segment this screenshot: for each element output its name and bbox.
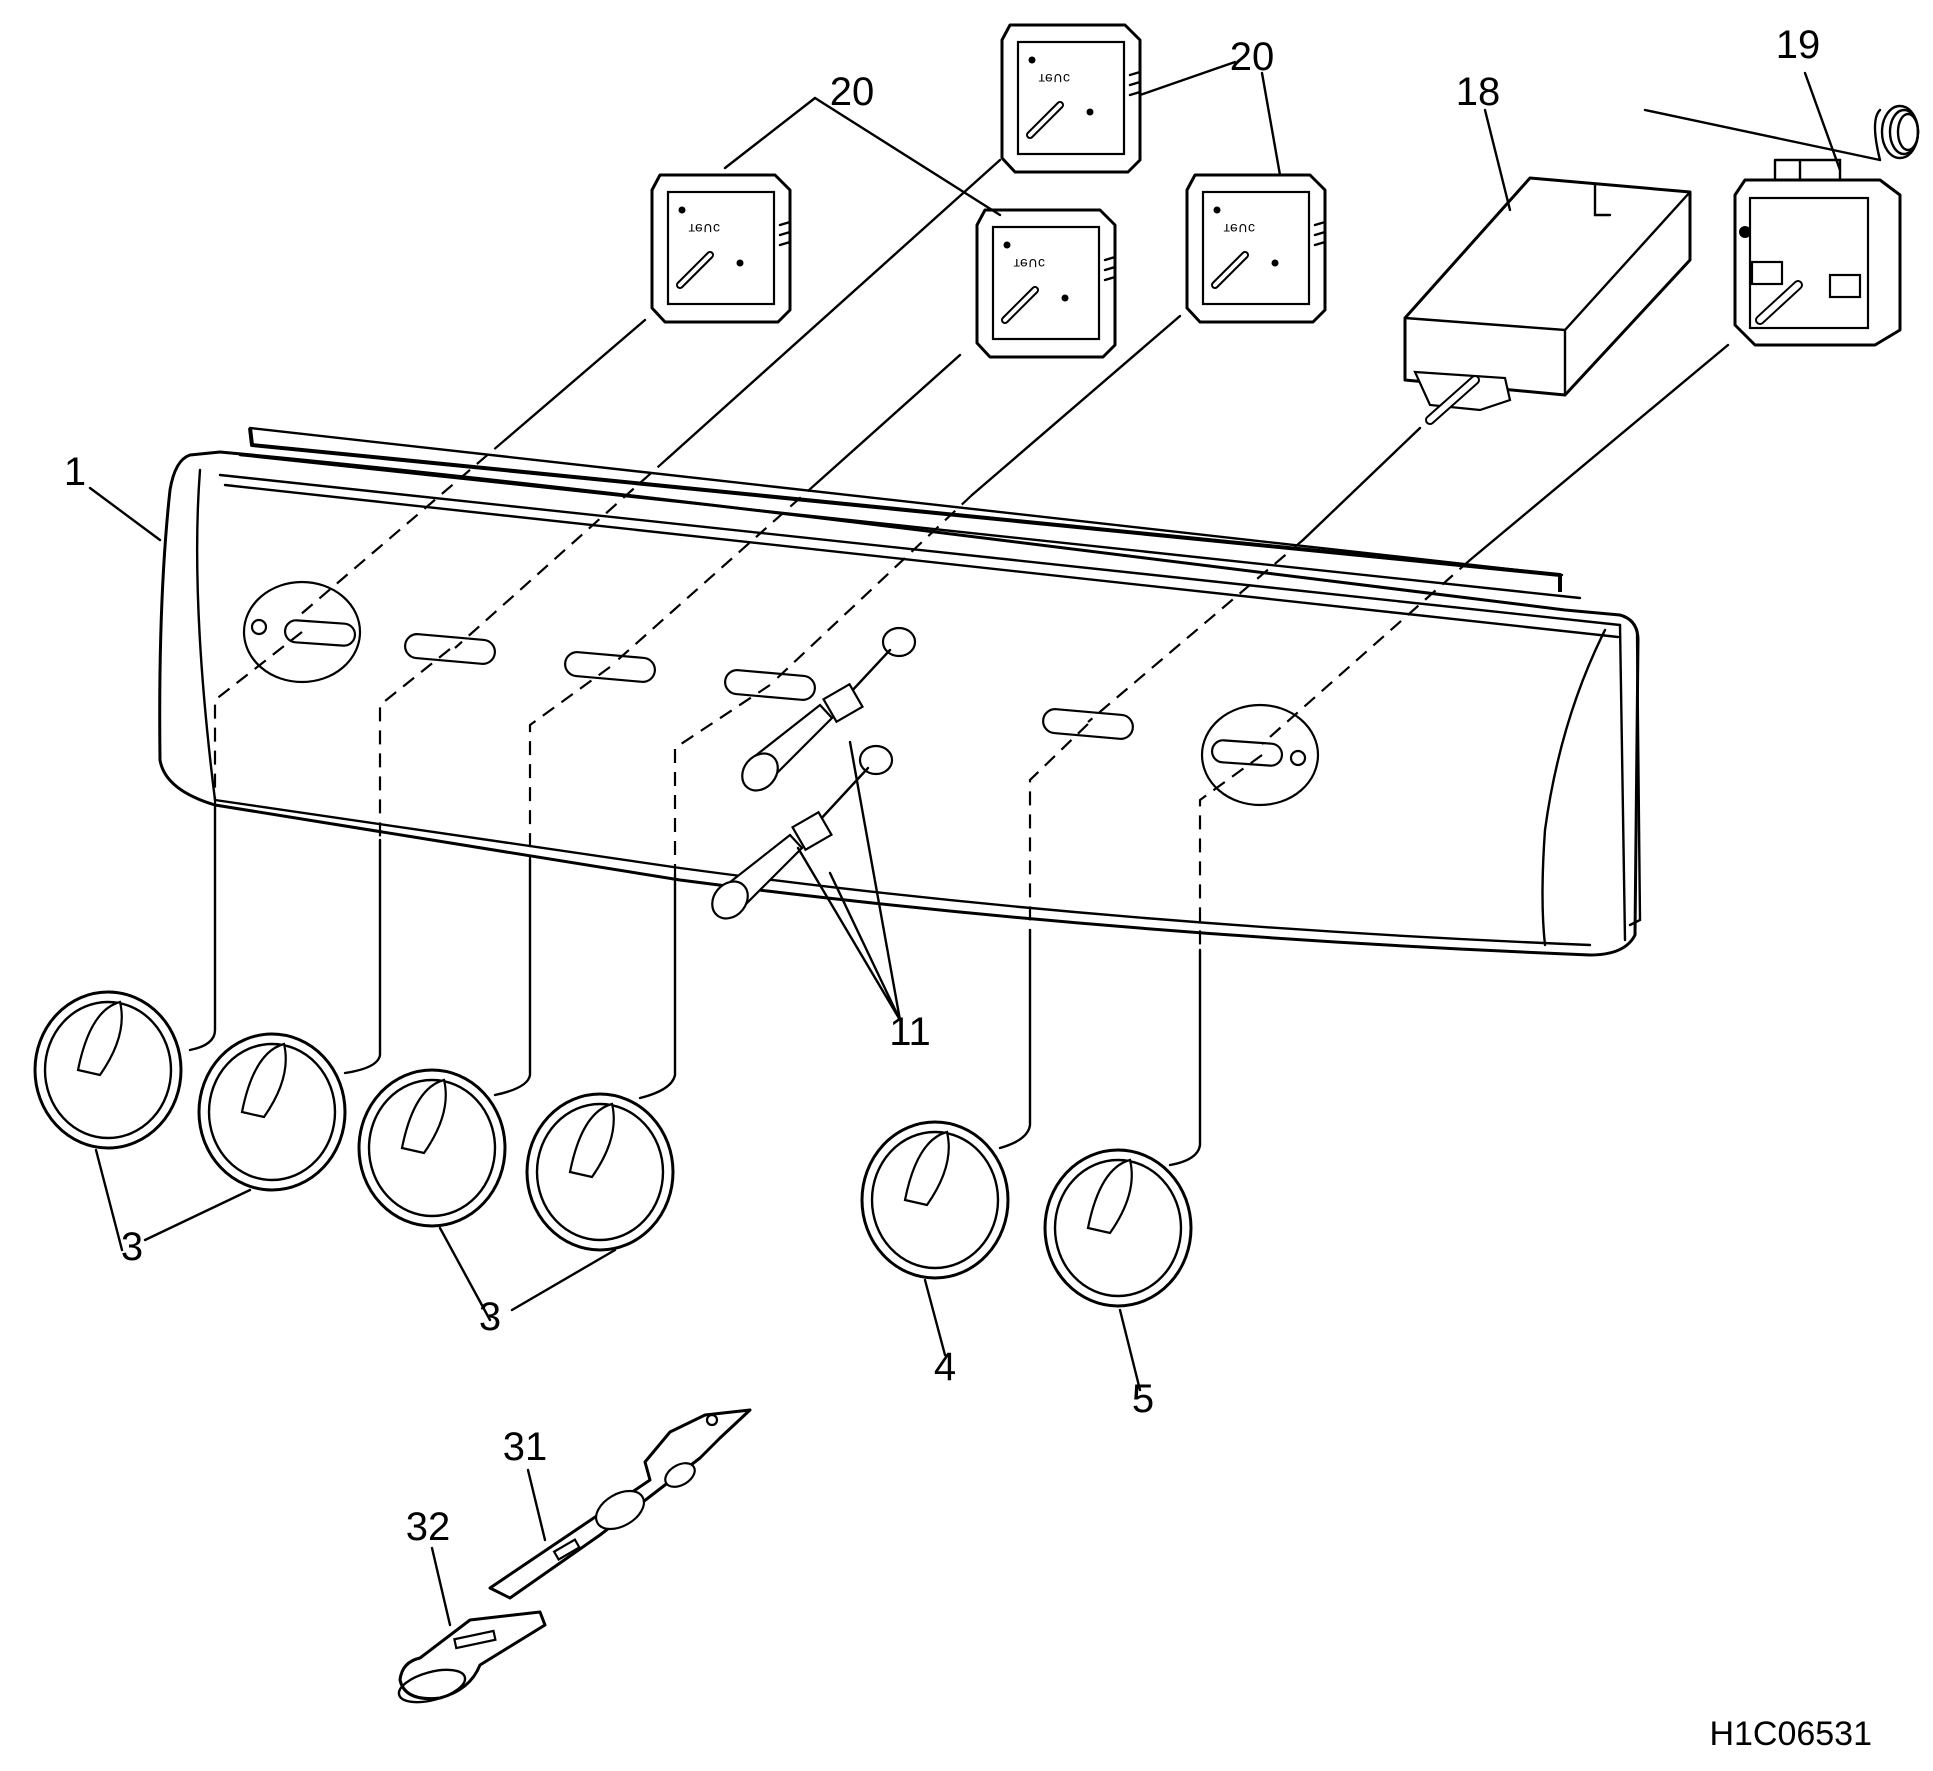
label-part-3-left: 3 [121,1225,143,1269]
leader-lines [88,60,1842,1627]
switch-marking: ɔ∪ɘᴛ [1013,256,1045,272]
switch-marking: ɔ∪ɘᴛ [1038,71,1070,87]
thermostat [1643,104,1920,347]
rotary-switch-4: ɔ∪ɘᴛ [1185,173,1327,324]
bracket [488,1408,752,1600]
label-part-5: 5 [1132,1377,1154,1421]
label-part-11: 11 [889,1010,931,1054]
knob-3 [357,1068,507,1228]
indicator-lamp-upper [741,648,892,792]
drawing-code: H1C06531 [1709,1715,1872,1753]
knob-4 [525,1092,675,1252]
label-part-19: 19 [1776,23,1821,67]
label-part-20-right: 20 [1230,35,1275,79]
indicator-lamp-lower [711,766,870,920]
rotary-switch-2: ɔ∪ɘᴛ [1000,23,1142,174]
knob-6 [1043,1148,1193,1308]
knob-2 [197,1032,347,1192]
label-part-32: 32 [406,1505,451,1549]
label-part-4: 4 [934,1345,956,1389]
knob-5 [860,1120,1010,1280]
clip [397,1610,547,1704]
rotary-switch-3: ɔ∪ɘᴛ [975,208,1117,359]
label-part-1: 1 [64,450,86,494]
rotary-switch-1: ɔ∪ɘᴛ [650,173,792,324]
label-part-18: 18 [1456,70,1501,114]
switch-marking: ɔ∪ɘᴛ [688,221,720,237]
control-panel [158,426,1642,957]
label-part-20-left: 20 [830,70,875,114]
label-part-31: 31 [503,1425,548,1469]
switch-marking: ɔ∪ɘᴛ [1223,221,1255,237]
energy-regulator [1403,176,1692,425]
knob-1 [33,990,183,1150]
label-part-3-right: 3 [479,1295,501,1339]
